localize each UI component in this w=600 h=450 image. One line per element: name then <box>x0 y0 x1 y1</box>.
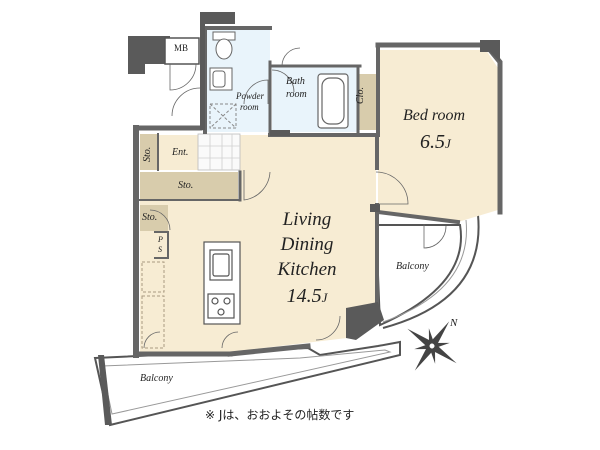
balcony-south-label: Balcony <box>140 373 173 384</box>
storage-hall-fill <box>140 172 238 200</box>
bedroom-size-unit: J <box>445 136 451 151</box>
bedroom-size: 6.5J <box>420 132 451 152</box>
ldk-floor <box>140 135 376 352</box>
mb-box <box>164 37 200 65</box>
ldk-size-value: 14.5 <box>286 285 322 307</box>
storage-entrance-fill <box>140 134 158 170</box>
wall-blocks <box>98 12 500 425</box>
door-swings <box>143 47 447 349</box>
kitchen-counter <box>203 241 241 325</box>
entrance-tile <box>197 133 241 171</box>
pipe-space-label-line2: S <box>158 245 162 254</box>
ldk-size-unit: J <box>321 290 328 305</box>
storage-small-label: Sto. <box>142 212 158 223</box>
compass-north-label: N <box>450 317 458 329</box>
bath-room-label-line1: Bath <box>286 76 305 87</box>
bathtub-icon <box>317 73 349 129</box>
powder-room-label-line1: Powder <box>236 91 264 101</box>
toilet-icon <box>212 31 236 60</box>
sink-icon <box>209 67 233 91</box>
closet-label: Clo. <box>355 87 366 104</box>
pipe-space-label-line1: P <box>158 235 163 244</box>
balcony-east-label: Balcony <box>396 261 429 272</box>
dashed-storage <box>141 261 165 349</box>
ldk-label-line1: Living <box>282 209 332 230</box>
bedroom-size-value: 6.5 <box>420 131 445 153</box>
bedroom-name: Bed room <box>403 107 466 124</box>
storage-entrance-label: Sto. <box>142 146 153 162</box>
closet-fill <box>358 74 378 130</box>
area-note: ※ Jは、おおよその帖数です <box>205 408 355 422</box>
balcony-south-area <box>93 340 401 427</box>
bedroom-floor <box>378 50 498 222</box>
ldk-size: 14.5J <box>262 284 352 310</box>
mb-label: MB <box>174 43 189 53</box>
balcony-east-area <box>374 214 480 329</box>
storage-hall-label: Sto. <box>178 180 194 191</box>
entrance-label: Ent. <box>172 147 189 158</box>
compass-icon <box>407 321 457 371</box>
washer-pan-icon <box>209 103 237 129</box>
bath-room-label-line2: room <box>286 89 307 100</box>
ldk-label-line3: Kitchen <box>277 259 337 280</box>
powder-room-label-line2: room <box>240 102 259 112</box>
storage-small-fill <box>140 205 168 231</box>
ldk-label-line2: Dining <box>280 234 334 255</box>
